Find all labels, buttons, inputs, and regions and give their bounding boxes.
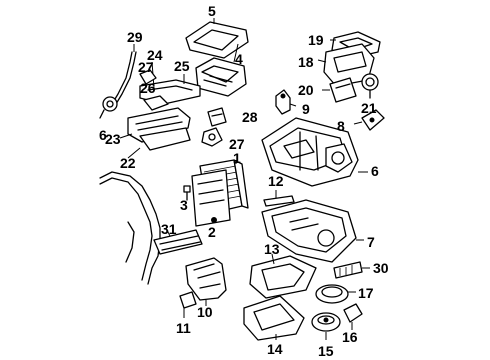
- mode-door-linkage-part: [139, 61, 201, 111]
- blower-resistor-part: [343, 303, 363, 330]
- callout-27-upper: 27: [138, 59, 154, 75]
- vent-assembly-part: [195, 43, 247, 97]
- callout-10: 10: [197, 304, 213, 320]
- clip-part: [183, 185, 191, 201]
- right-bracket-part: [353, 109, 385, 131]
- grommet-part: [201, 127, 223, 147]
- valve-part: [207, 107, 227, 127]
- callout-6-left: 6: [99, 127, 107, 143]
- blower-housing-part: [249, 253, 317, 299]
- upper-bracket-part: [139, 69, 157, 85]
- door-motor-part: [361, 73, 379, 99]
- callout-13: 13: [264, 241, 280, 257]
- callout-15: 15: [318, 343, 334, 359]
- callout-19: 19: [308, 32, 324, 48]
- floor-duct-part: [243, 295, 305, 341]
- callout-31: 31: [161, 221, 177, 237]
- callout-16: 16: [342, 329, 358, 345]
- recirc-door-part: [322, 77, 357, 103]
- callout-22: 22: [120, 155, 136, 171]
- callout-4: 4: [235, 51, 243, 67]
- callout-28: 28: [242, 109, 258, 125]
- callout-14: 14: [267, 341, 283, 357]
- callout-3: 3: [180, 197, 188, 213]
- linkage-plate-part: [119, 107, 191, 159]
- callout-6-right: 6: [371, 163, 379, 179]
- filter-strip-part: [333, 261, 370, 279]
- blower-motor-part: [311, 312, 341, 340]
- callout-18: 18: [298, 54, 314, 70]
- callout-9: 9: [302, 101, 310, 117]
- callout-26: 26: [140, 80, 156, 96]
- callout-25: 25: [174, 58, 190, 74]
- blower-wheel-part: [315, 284, 356, 304]
- callout-1: 1: [233, 150, 241, 166]
- rod-link-part: [111, 44, 137, 105]
- seal-plate-part: [191, 169, 231, 227]
- callout-8: 8: [337, 118, 345, 134]
- callout-5: 5: [208, 3, 216, 19]
- drain-tube-part: [179, 257, 227, 318]
- callout-7: 7: [367, 234, 375, 250]
- wiring-harness-part: [99, 171, 203, 285]
- callout-11: 11: [176, 320, 191, 336]
- callout-21: 21: [361, 100, 377, 116]
- lower-case-part: [261, 199, 364, 263]
- callout-2: 2: [208, 224, 216, 240]
- callout-17: 17: [358, 285, 374, 301]
- callout-30: 30: [373, 260, 389, 276]
- upper-duct-frame-part: [185, 18, 249, 59]
- mount-bracket-part: [275, 89, 297, 115]
- callout-29: 29: [127, 29, 143, 45]
- actuator-part: [99, 96, 118, 119]
- hvac-case-part: [261, 117, 368, 187]
- callout-24: 24: [147, 47, 163, 63]
- callout-20: 20: [298, 82, 314, 98]
- callout-12: 12: [268, 173, 284, 189]
- callout-27-lower: 27: [229, 136, 245, 152]
- callout-23: 23: [105, 131, 121, 147]
- foam-strip-part: [263, 190, 295, 207]
